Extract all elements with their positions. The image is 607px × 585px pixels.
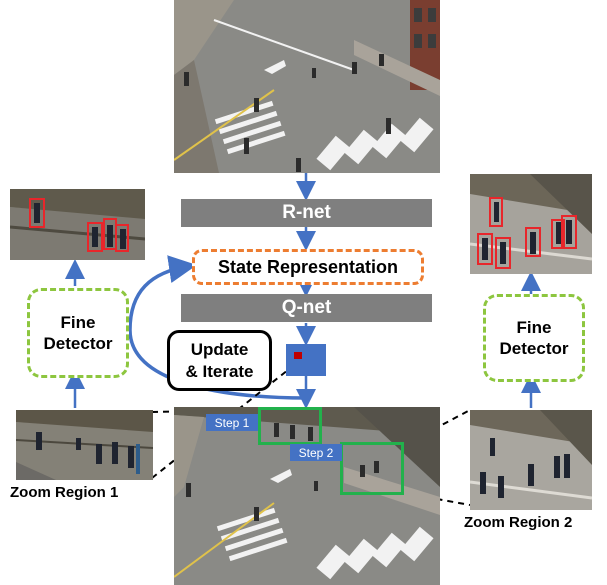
update-iterate-box: Update & Iterate xyxy=(167,330,272,391)
zoom-region-1-image xyxy=(16,410,153,480)
right-detection-result-image xyxy=(470,174,592,274)
zoom-box-step-2 xyxy=(340,442,404,495)
update-label-line1: Update xyxy=(190,340,249,360)
zoom-box-step-1 xyxy=(258,407,322,445)
step-2-label: Step 2 xyxy=(290,444,342,461)
update-label-line2: & Iterate xyxy=(185,361,254,381)
top-street-image xyxy=(174,0,440,173)
state-representation-block: State Representation xyxy=(192,249,424,285)
arrow-update-loop xyxy=(128,255,307,400)
fine-detector-left: Fine Detector xyxy=(27,288,129,378)
action-grid-box xyxy=(286,344,326,376)
step-1-label: Step 1 xyxy=(206,414,258,431)
qnet-block: Q-net xyxy=(181,294,432,322)
zoom-region-1-caption: Zoom Region 1 xyxy=(10,484,119,501)
left-detection-result-image xyxy=(10,189,145,260)
fine-right-line1: Fine xyxy=(516,317,552,337)
zoom-region-2-caption: Zoom Region 2 xyxy=(464,514,573,531)
fine-detector-right: Fine Detector xyxy=(483,294,585,382)
selected-action-marker xyxy=(294,352,302,359)
fine-left-line1: Fine xyxy=(60,312,96,332)
bottom-street-image xyxy=(174,407,440,585)
zoom-region-2-image xyxy=(470,410,592,510)
rnet-block: R-net xyxy=(181,199,432,227)
fine-right-line2: Detector xyxy=(499,339,569,358)
fine-left-line2: Detector xyxy=(43,334,113,353)
